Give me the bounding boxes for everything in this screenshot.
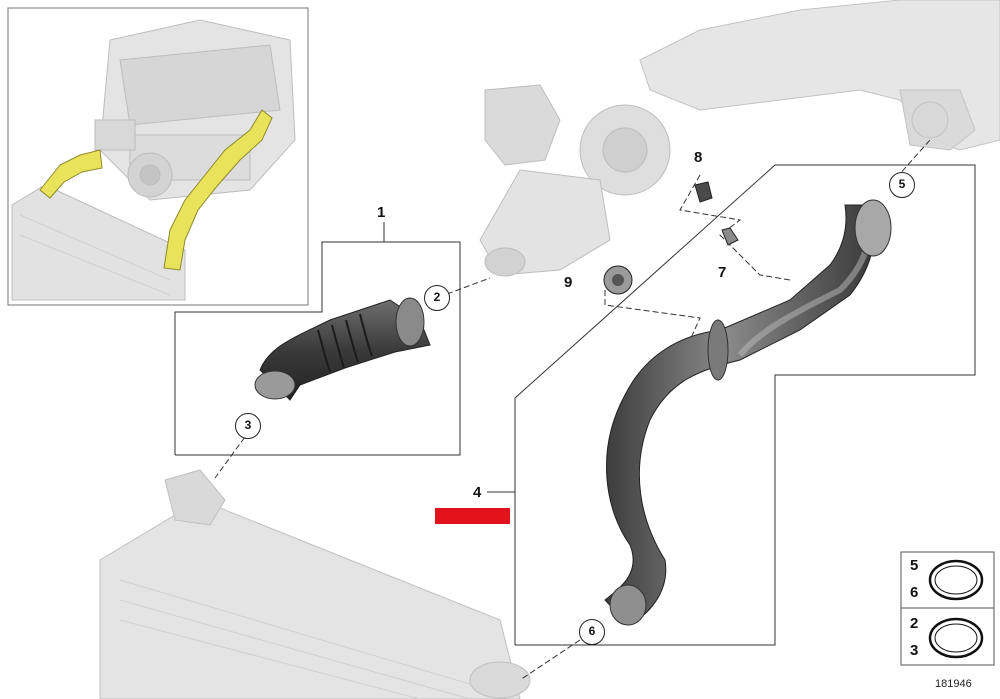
group-1-outline bbox=[174, 241, 461, 456]
legend-bottom-num-2: 3 bbox=[910, 642, 919, 659]
callout-9: 9 bbox=[564, 274, 573, 291]
o-ring-legend bbox=[900, 551, 995, 666]
intercooler-drawing bbox=[99, 469, 531, 699]
o-ring-icon bbox=[928, 617, 984, 659]
callout-3: 3 bbox=[235, 413, 261, 439]
intercooler-inset-drawing bbox=[11, 184, 186, 301]
engine-overview-inset bbox=[7, 7, 309, 306]
highlighted-charge-pipes bbox=[39, 109, 273, 271]
callout-6: 6 bbox=[579, 619, 605, 645]
callout-2: 2 bbox=[424, 285, 450, 311]
turbocharger-drawing bbox=[479, 84, 671, 277]
catalog-number: 181946 bbox=[935, 678, 972, 690]
legend-top-num-2: 6 bbox=[910, 584, 919, 601]
o-ring-inner-icon bbox=[934, 565, 978, 595]
o-ring-inner-icon bbox=[934, 623, 978, 653]
boot-hose-drawing bbox=[254, 297, 431, 401]
manifold-drawing bbox=[639, 0, 1000, 151]
o-ring-icon bbox=[928, 559, 984, 601]
group-4-outline bbox=[514, 164, 976, 646]
callout-5: 5 bbox=[889, 172, 915, 198]
legend-top-num-1: 5 bbox=[910, 557, 919, 574]
charge-pipe-drawing bbox=[604, 199, 892, 626]
clip-part-drawing bbox=[603, 181, 739, 295]
engine-drawing bbox=[94, 19, 296, 201]
callout-8: 8 bbox=[694, 149, 703, 166]
legend-bottom-num-1: 2 bbox=[910, 615, 919, 632]
callout-1: 1 bbox=[377, 204, 386, 221]
highlight-bar bbox=[435, 508, 510, 524]
group-outlines bbox=[174, 164, 976, 646]
callout-7: 7 bbox=[718, 264, 727, 281]
callout-4: 4 bbox=[473, 484, 482, 501]
